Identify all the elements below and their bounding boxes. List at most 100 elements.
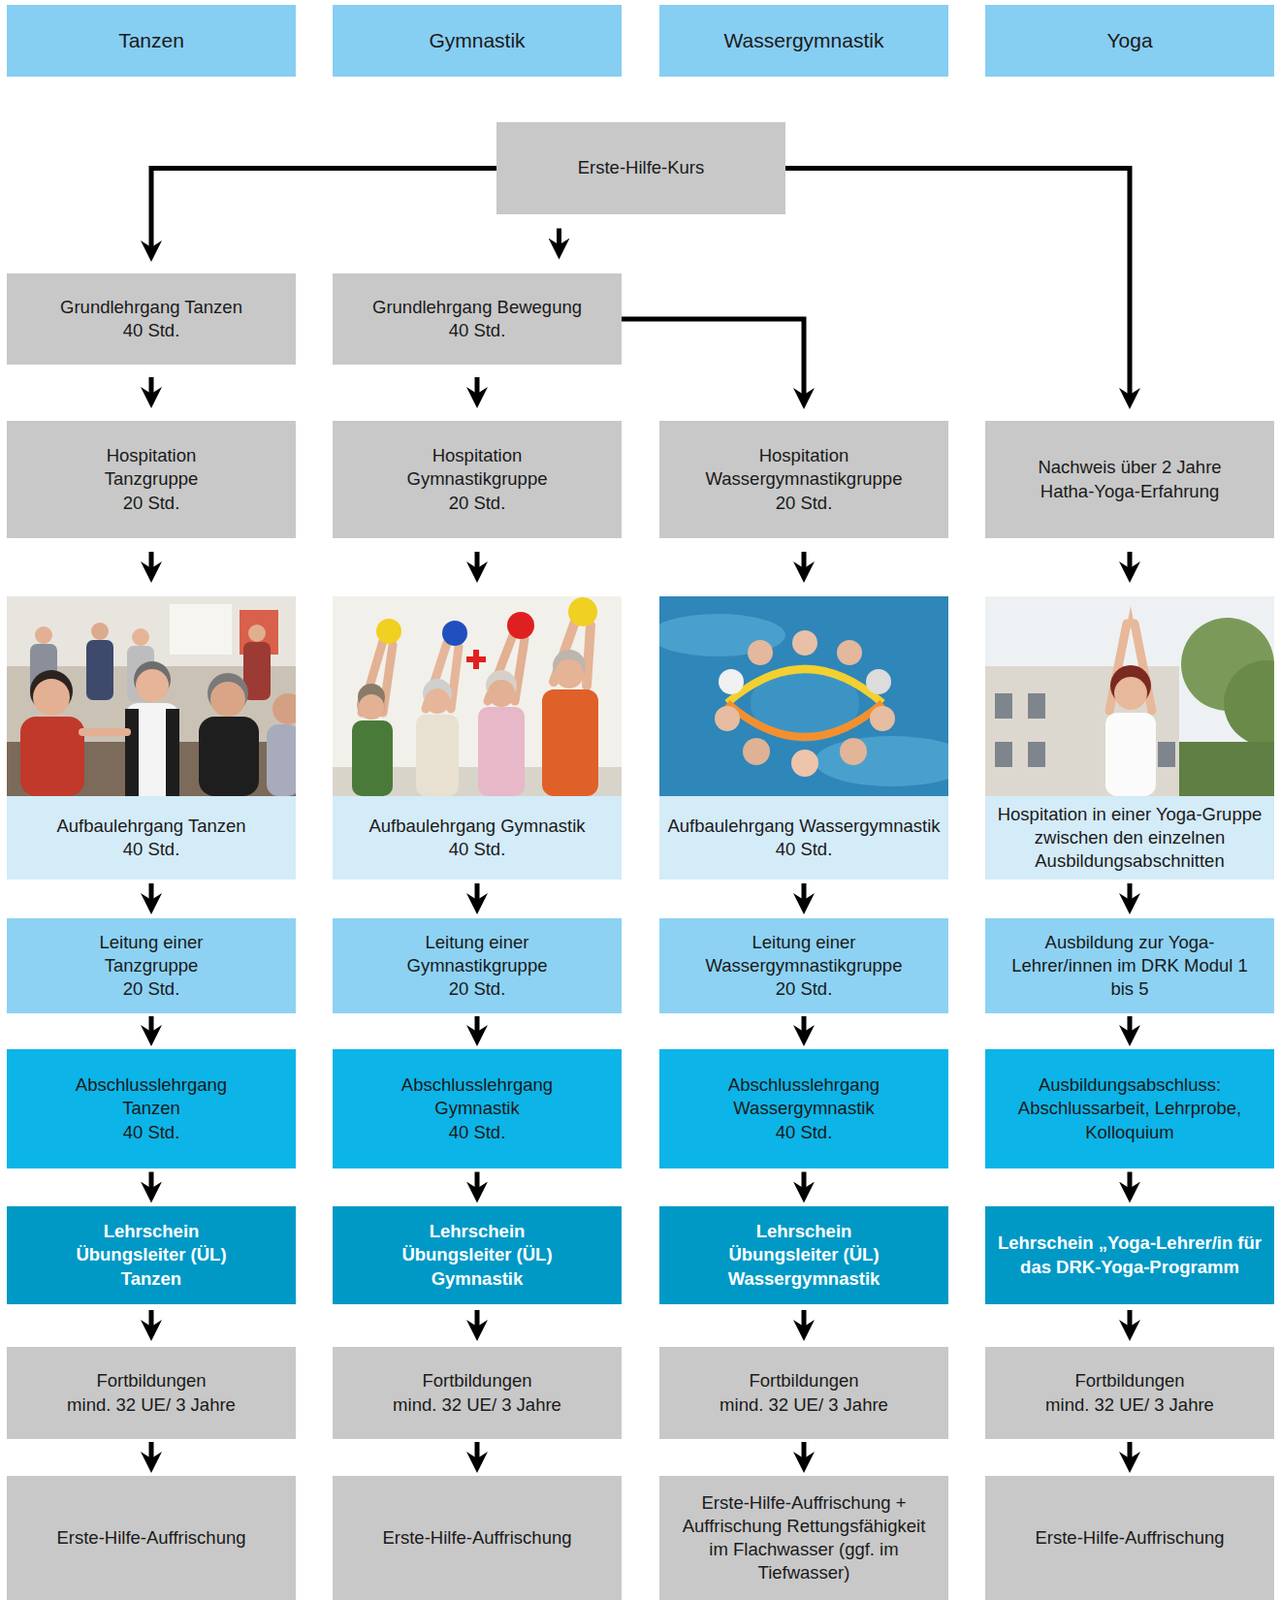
flow-arrow (149, 1310, 155, 1330)
box-text: Fortbildungen (1074, 1369, 1184, 1393)
box-text: Lehrschein Übungsleiter (ÜL) Wassergymna… (700, 1219, 909, 1290)
flow-arrow (475, 1441, 480, 1462)
course-box: Abschlusslehrgang Wassergymnastik40 Std. (659, 1049, 949, 1169)
box-text: Fortbildungen (96, 1369, 206, 1393)
flow-arrow (1127, 1310, 1133, 1330)
box-text: 20 Std. (448, 977, 507, 1001)
flow-arrow (801, 551, 807, 572)
course-box: Abschlusslehrgang Gymnastik40 Std. (332, 1049, 622, 1169)
course-box: Hospitation Tanzgruppe20 Std. (6, 420, 296, 539)
course-box: Hospitation in einer Yoga-Gruppe zwische… (985, 596, 1275, 880)
certificate-box: Lehrschein Übungsleiter (ÜL) Tanzen (6, 1206, 296, 1305)
box-text: mind. 32 UE/ 3 Jahre (1045, 1393, 1215, 1417)
column-header: Gymnastik (332, 4, 622, 77)
flow-arrow (475, 1172, 480, 1192)
box-text: Hospitation in einer Yoga-Gruppe zwische… (991, 802, 1269, 873)
box-text: Fortbildungen (748, 1369, 859, 1393)
course-box: Grundlehrgang Tanzen40 Std. (6, 273, 296, 365)
flow-arrow (1127, 551, 1133, 572)
box-text: 20 Std. (123, 977, 181, 1001)
course-box: Erste-Hilfe-Auffrischung (6, 1475, 296, 1600)
flow-arrow (149, 1441, 155, 1462)
flow-arrow (475, 1016, 480, 1035)
box-text: Ausbildung zur Yoga-Lehrer/innen im DRK … (1008, 930, 1251, 1001)
course-box: Fortbildungenmind. 32 UE/ 3 Jahre (659, 1346, 949, 1440)
flow-arrow (556, 228, 562, 249)
flow-arrow (149, 1016, 155, 1035)
course-box: Fortbildungenmind. 32 UE/ 3 Jahre (985, 1346, 1275, 1440)
box-text: Grundlehrgang Bewegung (372, 295, 582, 320)
box-text: Abschlusslehrgang Tanzen (62, 1073, 242, 1120)
flow-arrow (1127, 883, 1133, 903)
box-text: Lehrschein „Yoga-Lehrer/in für das DRK-Y… (991, 1231, 1269, 1279)
box-text: Hospitation Tanzgruppe (62, 444, 242, 491)
flow-arrow (1127, 1172, 1133, 1192)
flow-arrow (1127, 1441, 1133, 1462)
box-text: Fortbildungen (421, 1369, 532, 1393)
box-text: 40 Std. (448, 319, 507, 343)
box-text: Erste-Hilfe-Auffrischung (382, 1526, 572, 1550)
box-text: mind. 32 UE/ 3 Jahre (66, 1393, 236, 1417)
flow-arrow (475, 551, 480, 572)
course-box: Hospitation Gymnastikgruppe20 Std. (332, 420, 622, 539)
flow-arrow (149, 377, 155, 397)
practice-box: Leitung einer Wassergymnastikgruppe20 St… (659, 918, 949, 1014)
flow-arrow (801, 1172, 807, 1192)
course-box: Fortbildungenmind. 32 UE/ 3 Jahre (6, 1346, 296, 1440)
certificate-box: Lehrschein Übungsleiter (ÜL) Wassergymna… (659, 1206, 949, 1305)
practice-box: Leitung einer Gymnastikgruppe20 Std. (332, 918, 622, 1014)
box-text: Erste-Hilfe-Auffrischung + Auffrischung … (672, 1491, 936, 1585)
flow-arrow (475, 377, 480, 397)
course-box: Ausbildungsabschluss: Abschlussarbeit, L… (985, 1049, 1275, 1169)
course-box: Hospitation Wassergymnastikgruppe20 Std. (659, 420, 949, 539)
flow-arrow (801, 1310, 807, 1330)
box-text: Leitung einer Tanzgruppe (62, 930, 242, 978)
box-text: Nachweis über 2 Jahre Hatha-Yoga-Erfahru… (1021, 455, 1240, 503)
box-text: 40 Std. (123, 319, 181, 343)
flow-arrow (801, 1441, 807, 1462)
flow-arrow (149, 1172, 155, 1192)
box-text: Aufbaulehrgang Tanzen (56, 814, 246, 838)
course-box: Erste-Hilfe-Auffrischung + Auffrischung … (659, 1475, 949, 1600)
course-box: Nachweis über 2 Jahre Hatha-Yoga-Erfahru… (985, 420, 1275, 539)
box-text: Erste-Hilfe-Auffrischung (56, 1526, 246, 1550)
certificate-box: Lehrschein „Yoga-Lehrer/in für das DRK-Y… (985, 1206, 1275, 1305)
course-box: Erste-Hilfe-Auffrischung (332, 1475, 622, 1600)
box-text: Hospitation Wassergymnastikgruppe (700, 444, 909, 491)
box-text: 40 Std. (775, 1120, 833, 1145)
flow-arrow (475, 883, 480, 903)
course-box: Erste-Hilfe-Auffrischung (985, 1475, 1275, 1600)
course-box: Abschlusslehrgang Tanzen40 Std. (6, 1049, 296, 1169)
column-header: Tanzen (6, 4, 296, 77)
box-text: 40 Std. (448, 1120, 507, 1145)
flow-arrow (785, 168, 1130, 399)
course-box: Aufbaulehrgang Wassergymnastik 40 Std. (659, 596, 949, 880)
box-text: 20 Std. (775, 977, 833, 1001)
course-box: Erste-Hilfe-Kurs (496, 122, 786, 215)
box-text: mind. 32 UE/ 3 Jahre (392, 1393, 562, 1417)
box-text: 40 Std. (123, 1120, 181, 1145)
flow-arrow (801, 1016, 807, 1035)
box-text: Yoga (1106, 27, 1152, 54)
box-text: Wassergymnastik (724, 27, 885, 54)
column-header: Yoga (985, 4, 1275, 77)
flow-arrow (475, 1310, 480, 1330)
course-box: Aufbaulehrgang Tanzen40 Std. (6, 596, 296, 880)
flow-arrow (801, 883, 807, 903)
box-text: Hospitation Gymnastikgruppe (387, 444, 568, 491)
flow-arrow (1127, 1016, 1133, 1035)
box-text: 20 Std. (448, 491, 507, 515)
box-text: Gymnastik (428, 27, 525, 54)
box-text: 40 Std. (123, 837, 181, 862)
box-text: 20 Std. (775, 491, 833, 515)
box-text: 40 Std. (448, 837, 507, 862)
box-text: Leitung einer Wassergymnastikgruppe (700, 930, 909, 978)
certificate-box: Lehrschein Übungsleiter (ÜL) Gymnastik (332, 1206, 622, 1305)
box-text: Ausbildungsabschluss: Abschlussarbeit, L… (998, 1073, 1261, 1144)
box-text: Grundlehrgang Tanzen (60, 295, 243, 320)
box-text: Erste-Hilfe-Kurs (577, 156, 705, 180)
column-header: Wassergymnastik (659, 4, 949, 77)
box-text: Lehrschein Übungsleiter (ÜL) Tanzen (52, 1219, 252, 1290)
box-text: Erste-Hilfe-Auffrischung (1034, 1526, 1224, 1550)
